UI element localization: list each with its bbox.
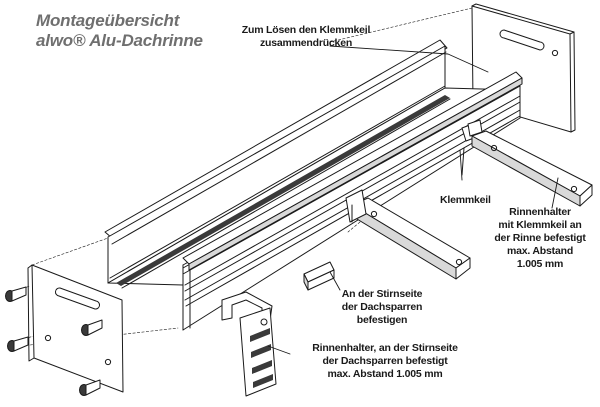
label-end-fastening-line-3: befestigen <box>356 314 408 326</box>
label-release-wedge-line-2: zusammendrücken <box>259 37 353 49</box>
label-face-bracket-line-3: max. Abstand 1.005 mm <box>327 368 443 380</box>
label-gutter-bracket-line-3: der Rinne befestigt <box>494 232 586 244</box>
label-end-fastening: An der Stirnseite der Dachsparren befest… <box>330 288 434 327</box>
gutter-bracket-rear <box>471 130 593 207</box>
gutter-bracket-front <box>351 197 471 280</box>
label-end-fastening-line-1: An der Stirnseite <box>341 288 423 300</box>
face-bracket <box>221 291 277 397</box>
label-face-bracket: Rinnenhalter, an der Stirnseite der Dach… <box>290 342 480 381</box>
label-gutter-bracket: Rinnenhalter mit Klemmkeil an der Rinne … <box>488 206 592 271</box>
label-clamp-wedge-line-1: Klemmkeil <box>440 194 491 206</box>
screw-2 <box>7 336 29 352</box>
title-line-1: Montageübersicht <box>36 11 180 30</box>
leader-lines <box>267 45 559 355</box>
screw-3 <box>81 319 103 336</box>
label-gutter-bracket-line-2: mit Klemmkeil an <box>498 219 582 231</box>
label-release-wedge: Zum Lösen den Klemmkeil zusammendrücken <box>226 24 386 50</box>
diagram-title: Montageübersicht alwo® Alu-Dachrinne <box>36 11 203 51</box>
label-release-wedge-line-1: Zum Lösen den Klemmkeil <box>241 24 371 36</box>
screws <box>5 286 103 396</box>
end-cap-left <box>27 264 124 393</box>
label-gutter-bracket-line-5: 1.005 mm <box>516 258 564 270</box>
label-gutter-bracket-line-4: max. Abstand <box>506 245 574 257</box>
label-face-bracket-line-2: der Dachsparren befestigt <box>322 355 448 367</box>
screw-1 <box>5 286 27 302</box>
screw-4 <box>79 379 101 396</box>
label-face-bracket-line-1: Rinnenhalter, an der Stirnseite <box>312 342 458 354</box>
title-line-2: alwo® Alu-Dachrinne <box>36 31 203 50</box>
bracket-clamp <box>345 189 367 223</box>
gutter-back-wall <box>104 39 448 284</box>
label-gutter-bracket-line-1: Rinnenhalter <box>509 206 571 218</box>
label-end-fastening-line-2: der Dachsparren <box>341 301 423 313</box>
gutter-front-lip <box>182 71 523 271</box>
loose-wedge <box>303 261 335 291</box>
label-clamp-wedge: Klemmkeil <box>440 194 491 207</box>
